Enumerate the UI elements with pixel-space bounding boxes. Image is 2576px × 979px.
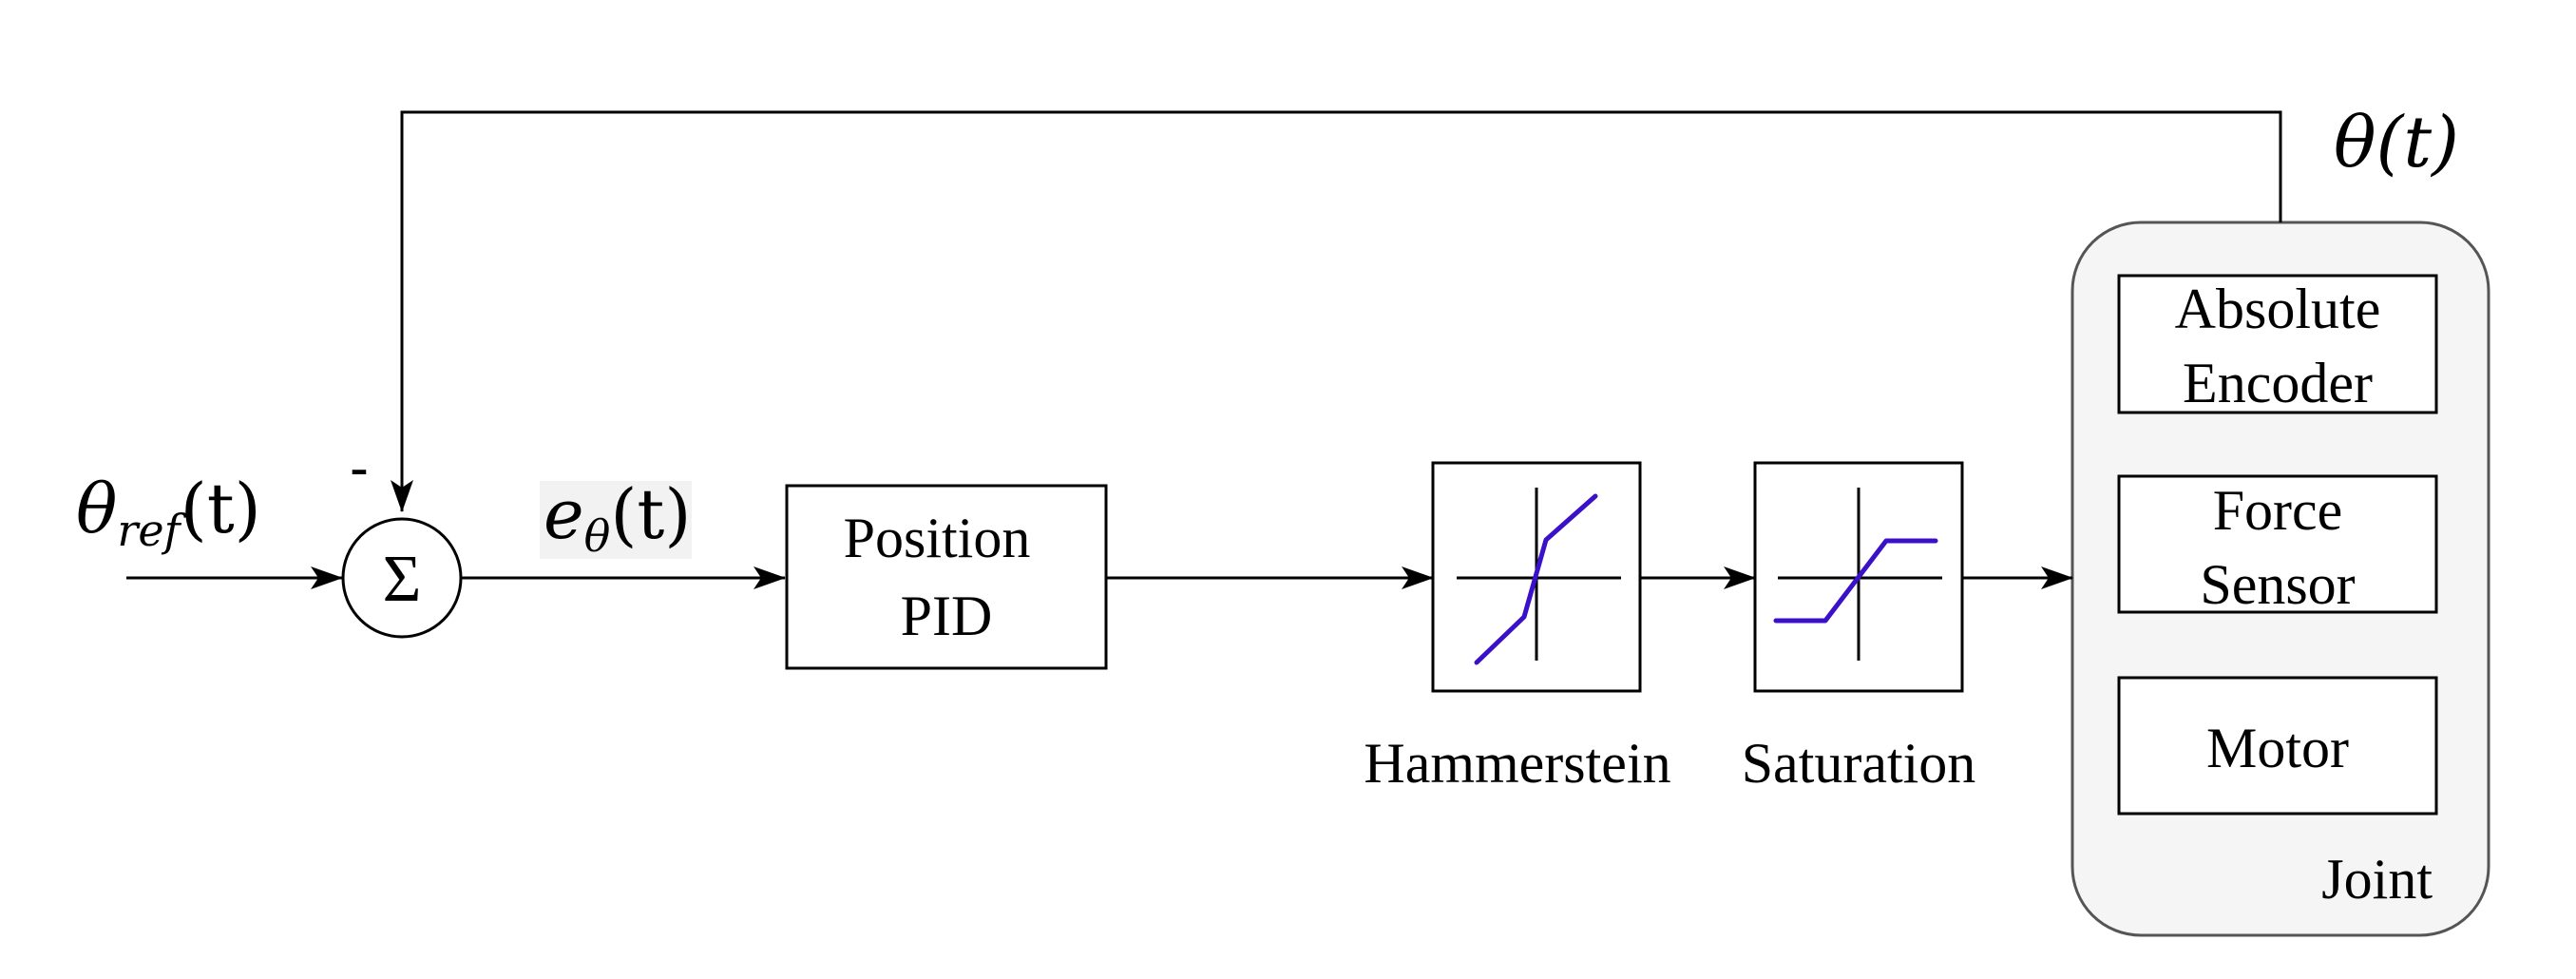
force-sensor-block	[2117, 474, 2438, 614]
absolute-encoder-label-line2: Encoder	[2183, 352, 2373, 414]
reference-label: θref(t)	[76, 469, 261, 556]
feedback-label: θ(t)	[2334, 102, 2459, 183]
saturation-curve	[1773, 538, 1938, 624]
position-pid-block	[785, 484, 1108, 670]
joint-label: Joint	[2321, 848, 2433, 911]
motor-label: Motor	[2206, 717, 2349, 779]
saturation-label: Saturation	[1742, 732, 1976, 795]
motor-block	[2117, 676, 2438, 816]
force-sensor-label-line1: Force	[2213, 479, 2343, 542]
error-label: eθ(t)	[544, 474, 691, 562]
absolute-encoder-label-line1: Absolute	[2175, 278, 2381, 340]
hammerstein-curve	[1474, 493, 1598, 665]
feedback-path	[391, 110, 2282, 512]
sum-symbol: Σ	[383, 543, 422, 616]
error-label-background	[540, 481, 692, 559]
position-pid-label-line1: Position	[844, 507, 1031, 569]
minus-sign: -	[351, 438, 369, 497]
hammerstein-label: Hammerstein	[1364, 732, 1670, 795]
position-pid-label-line2: PID	[901, 585, 993, 647]
absolute-encoder-block	[2117, 274, 2438, 414]
force-sensor-label-line2: Sensor	[2200, 553, 2355, 616]
